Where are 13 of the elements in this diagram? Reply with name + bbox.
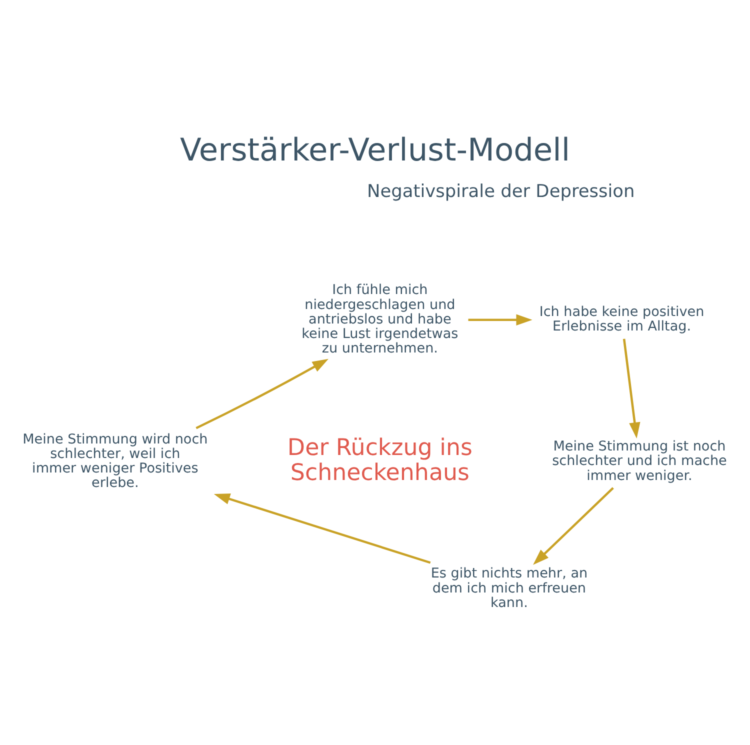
node-text: Meine Stimmung wird noch schlechter, weil ich immer weniger Positives erlebe. — [22, 430, 208, 491]
diagram-title: Verstärker-Verlust-Modell — [180, 132, 570, 168]
arrow — [196, 358, 328, 429]
arrow — [622, 338, 640, 438]
arrow — [533, 486, 614, 564]
node-text: Ich habe keine positiven Erlebnisse im Alltag. — [539, 304, 704, 334]
arrow — [214, 492, 431, 564]
node-text: Meine Stimmung ist noch schlechter und ich mache immer weniger. — [552, 438, 727, 484]
label: Der Rückzug ins Schneckenhaus — [287, 434, 472, 486]
arrow — [468, 314, 532, 325]
node-text: Ich fühle mich niedergeschlagen und antriebslos und habe keine Lust irgendetwas zu unternehmen. — [302, 282, 458, 356]
node-text: Es gibt nichts mehr, an dem ich mich erfreuen kann. — [430, 565, 588, 610]
label: Negativspirale der Depression — [367, 181, 635, 202]
